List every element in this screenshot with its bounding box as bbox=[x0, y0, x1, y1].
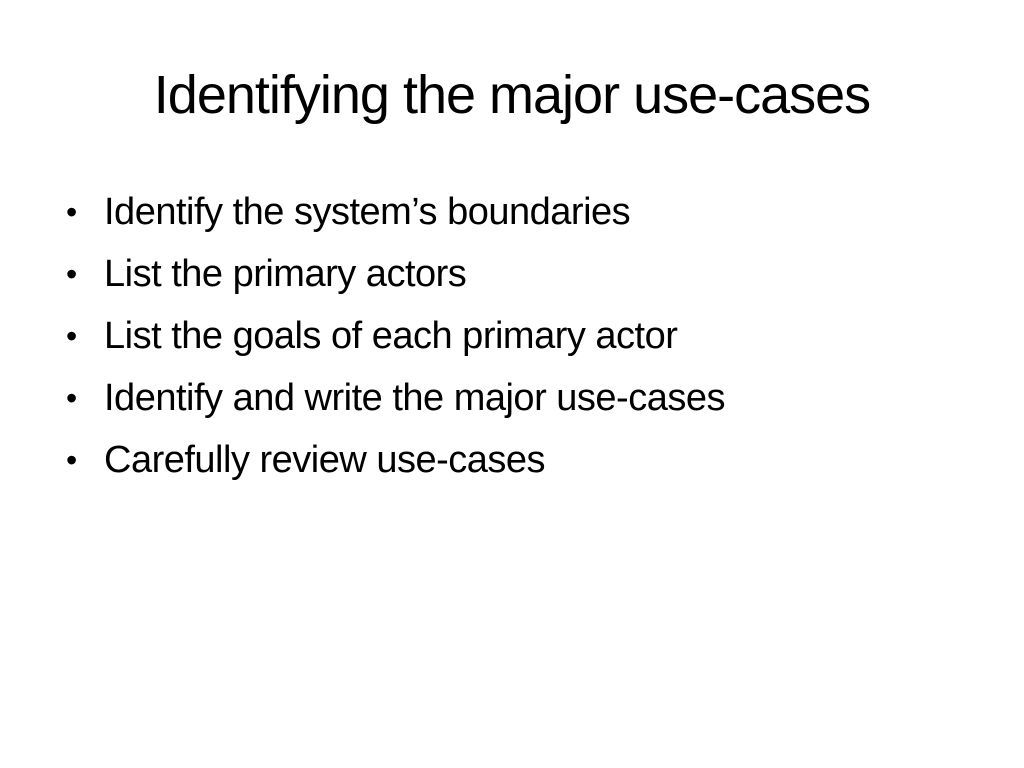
list-item: • List the goals of each primary actor bbox=[64, 316, 944, 356]
list-item: • Carefully review use-cases bbox=[64, 440, 944, 480]
bullet-text: Carefully review use-cases bbox=[104, 439, 546, 481]
bullet-icon: • bbox=[66, 256, 77, 292]
bullet-icon: • bbox=[66, 318, 77, 354]
list-item: • Identify the system’s boundaries bbox=[64, 192, 944, 232]
bullet-icon: • bbox=[66, 380, 77, 416]
bullet-icon: • bbox=[66, 442, 77, 478]
bullet-icon: • bbox=[66, 194, 77, 230]
bullet-list: • Identify the system’s boundaries • Lis… bbox=[64, 192, 944, 502]
list-item: • Identify and write the major use-cases bbox=[64, 378, 944, 418]
bullet-text: Identify the system’s boundaries bbox=[104, 191, 631, 233]
bullet-text: List the goals of each primary actor bbox=[104, 315, 678, 357]
bullet-text: List the primary actors bbox=[104, 253, 467, 295]
bullet-text: Identify and write the major use-cases bbox=[104, 377, 725, 419]
slide-title: Identifying the major use-cases bbox=[153, 65, 871, 125]
list-item: • List the primary actors bbox=[64, 254, 944, 294]
